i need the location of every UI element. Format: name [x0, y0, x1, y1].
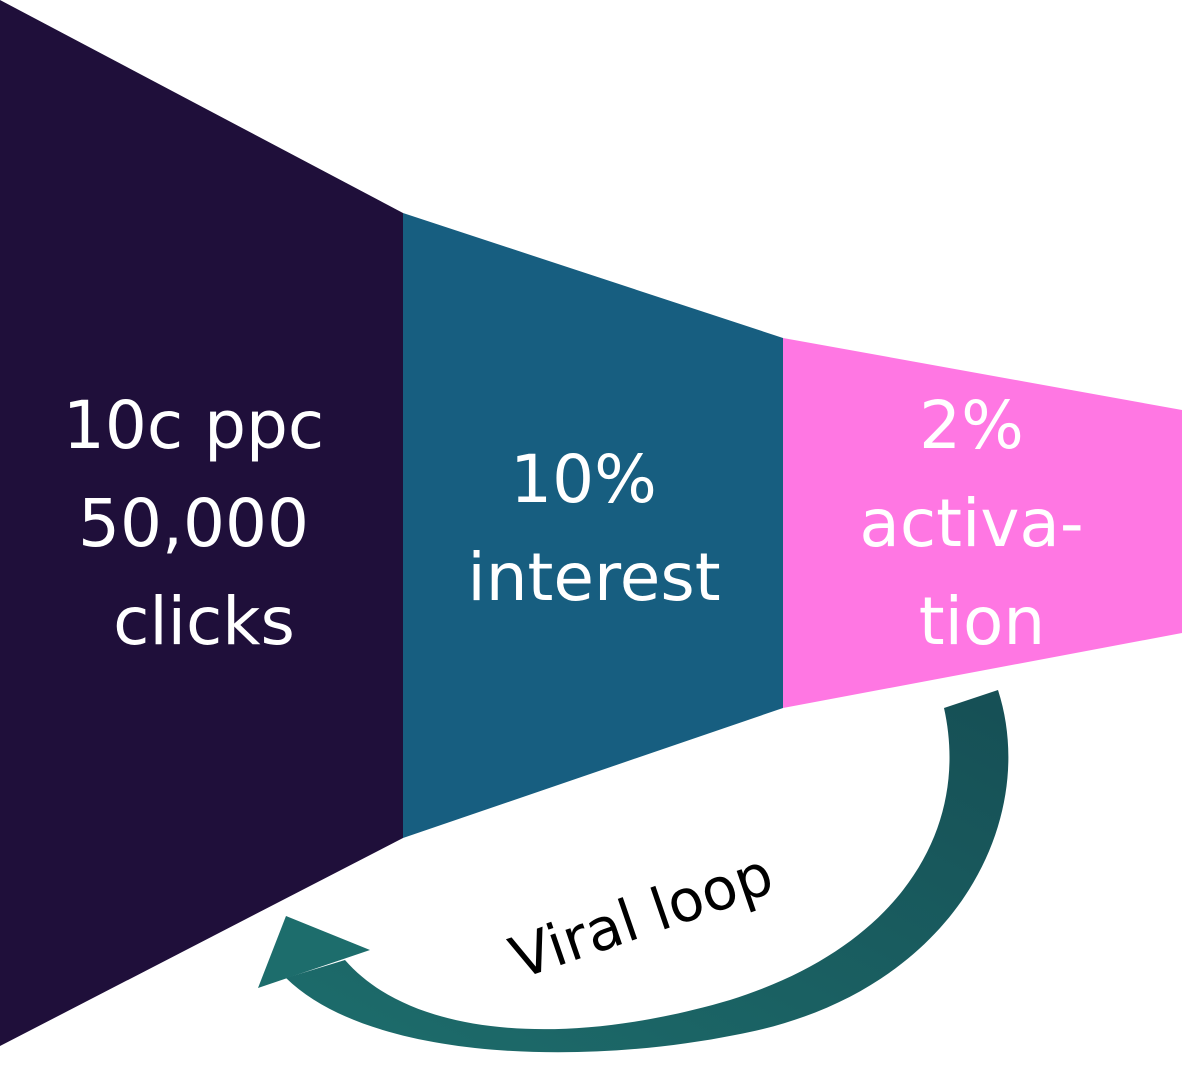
- stage-interest-label: 10% interest: [467, 441, 720, 616]
- stage-clicks-line-1: 10c ppc: [63, 387, 324, 464]
- viral-loop-label: Viral loop: [502, 840, 782, 993]
- stage-activation-label: 2% activa- tion: [859, 387, 1104, 660]
- stage-activation-line-3: tion: [919, 583, 1045, 660]
- stage-activation-line-2: activa-: [859, 485, 1083, 562]
- stage-clicks-line-2: 50,000: [78, 485, 309, 562]
- viral-loop-arrow-body: [286, 690, 1009, 1053]
- stage-clicks-line-3: clicks: [113, 583, 295, 660]
- funnel-stage-clicks: [0, 0, 403, 1046]
- funnel-stage-activation: [783, 338, 1182, 708]
- stage-interest-line-2: interest: [467, 539, 720, 616]
- stage-activation-line-1: 2%: [919, 387, 1024, 464]
- stage-clicks-label: 10c ppc 50,000 clicks: [63, 387, 345, 660]
- funnel-stage-interest: [403, 213, 783, 838]
- viral-loop-arrowhead: [258, 916, 370, 988]
- stage-interest-line-1: 10%: [510, 441, 657, 518]
